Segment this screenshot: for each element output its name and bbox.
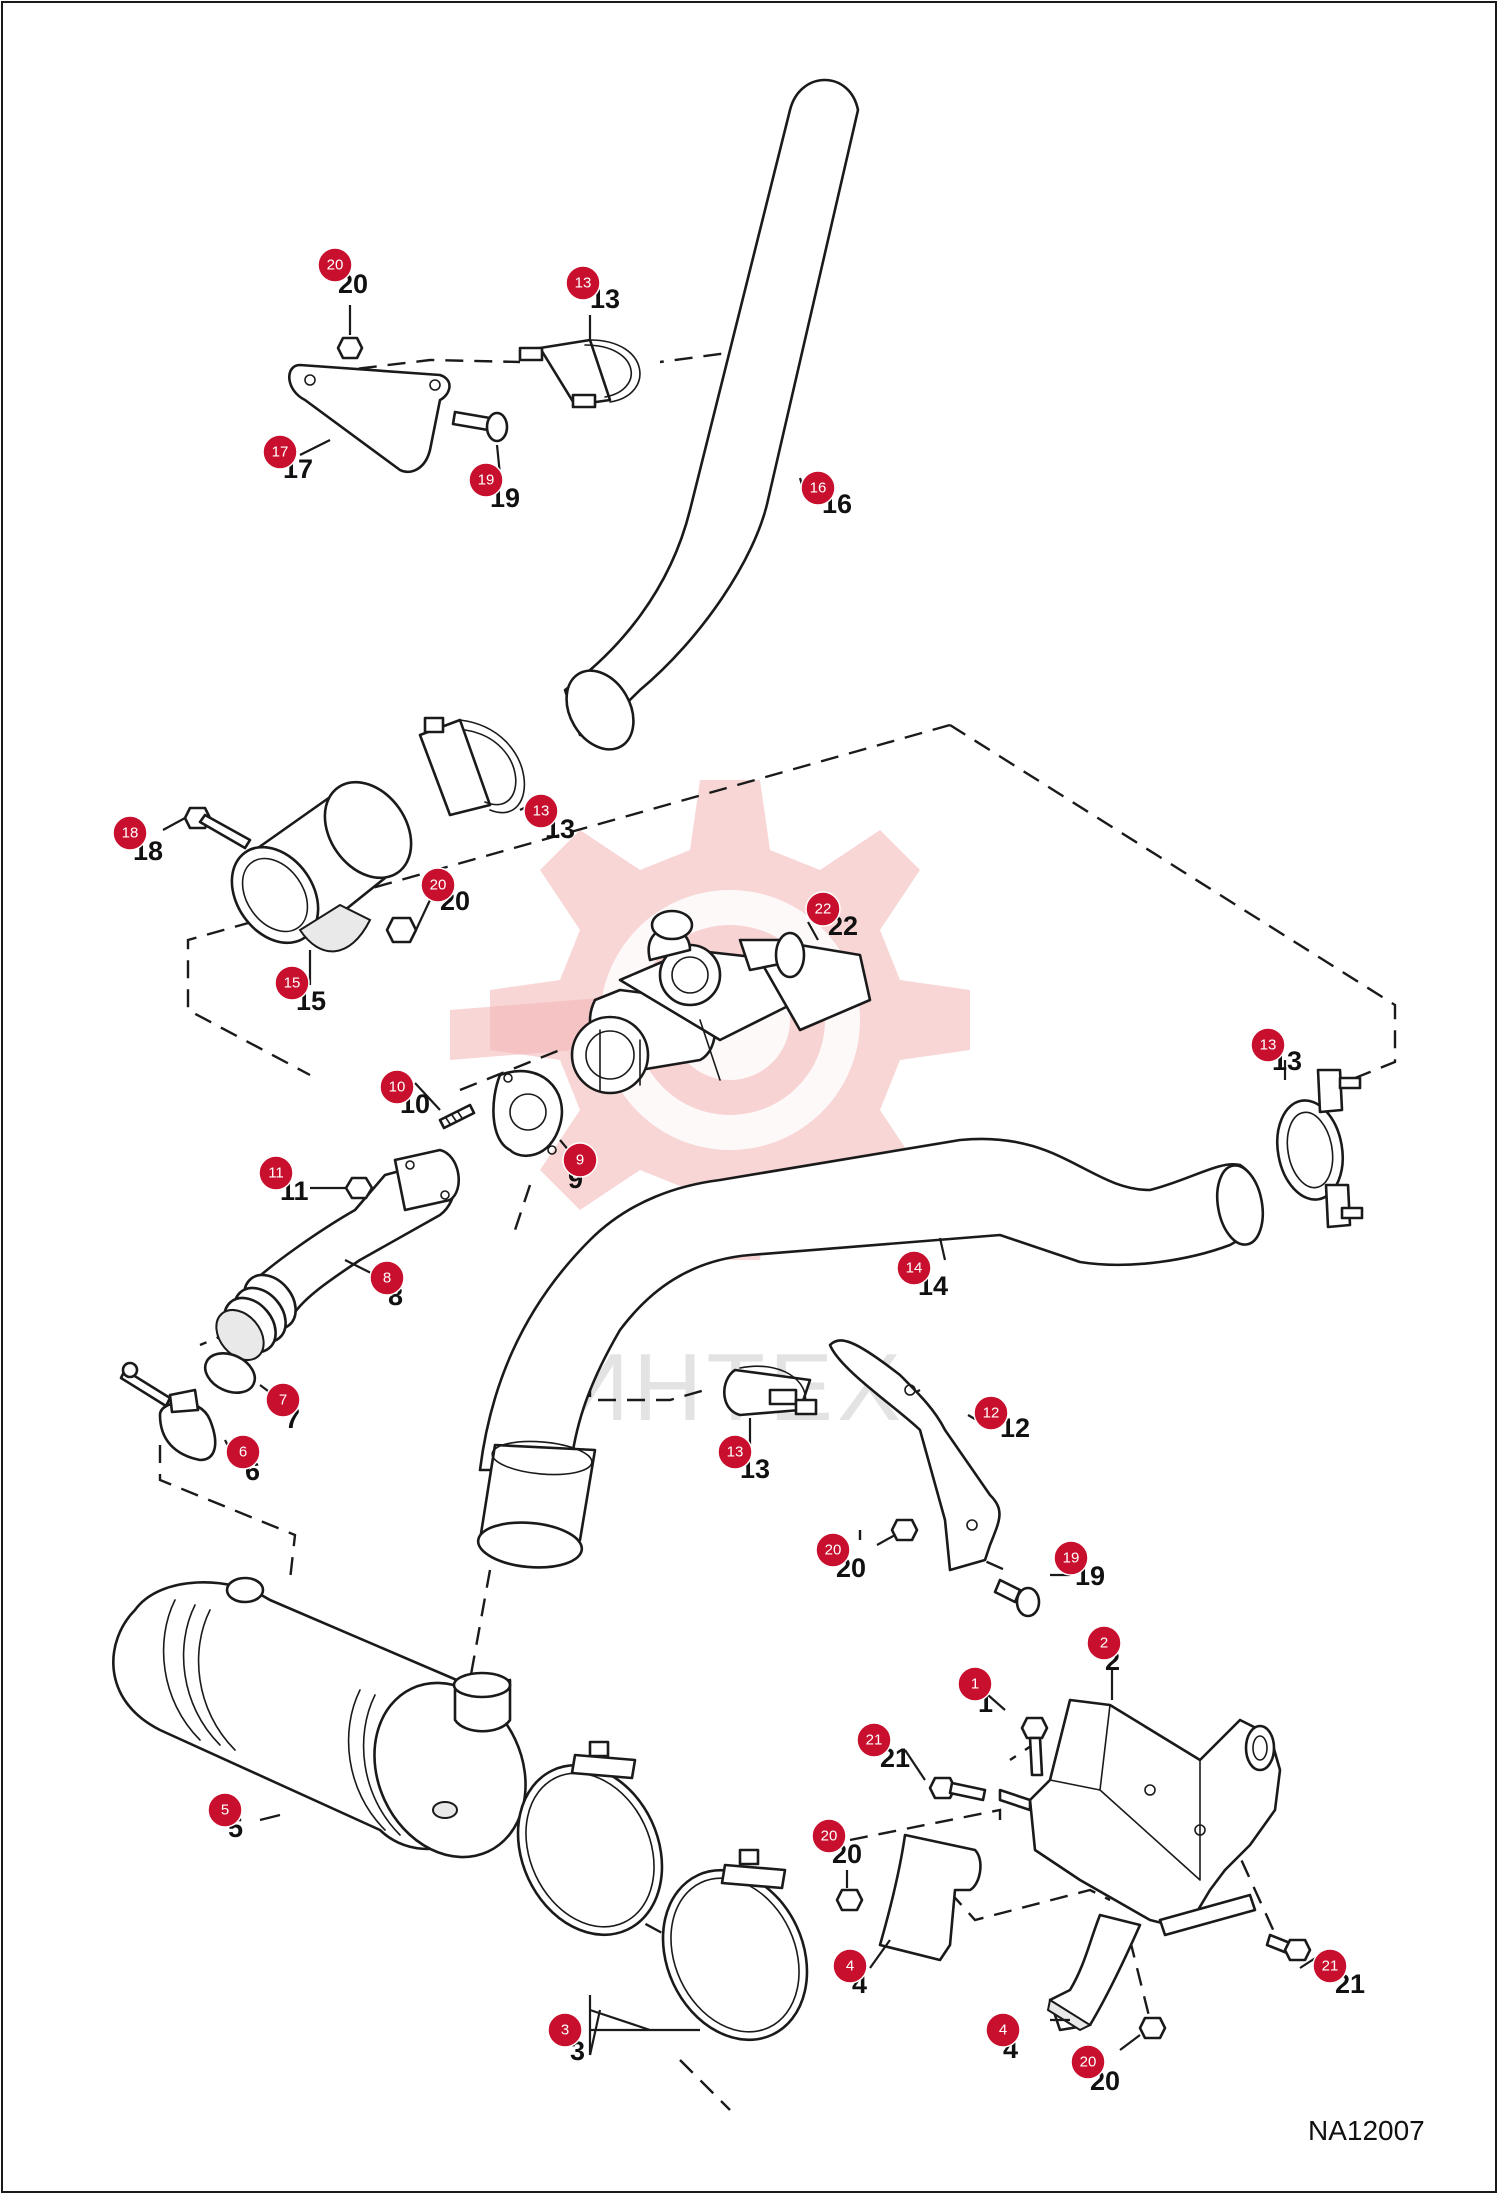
callout-9-gasket: 9 9	[562, 1142, 598, 1194]
callout-badge-label: 13	[575, 275, 592, 292]
turbo-outlet-adapter	[230, 780, 413, 953]
callout-3-band-clamps: 3 3	[547, 2012, 585, 2066]
callout-badge-label: 1	[971, 1676, 979, 1693]
callout-badge-label: 19	[478, 472, 495, 489]
callout-badge-label: 20	[430, 877, 447, 894]
callout-badge-label: 16	[810, 480, 827, 497]
callout-4-upper-shield: 4 4	[832, 1948, 868, 1999]
shield-nut-upper	[835, 1888, 864, 1912]
callout-17-bracket: 17 17	[262, 434, 313, 484]
callout-6-clamp: 6 6	[225, 1434, 261, 1486]
tailpipe-support-bracket	[828, 1339, 1001, 1572]
callout-5-muffler: 5 5	[207, 1792, 243, 1843]
callout-7-o-ring: 7 7	[265, 1382, 301, 1434]
callout-13-mid-clamp: 13 13	[717, 1434, 770, 1484]
exhaust-stack-pipe	[563, 78, 860, 751]
exhaust-elbow	[215, 1148, 460, 1362]
callout-1-bolt: 1 1	[957, 1666, 993, 1718]
callout-4-lower-shield: 4 4	[985, 2012, 1021, 2064]
tailpipe	[476, 1137, 1265, 1569]
elbow-o-ring	[203, 1352, 257, 1394]
callout-18-adapter-bolt: 18 18	[112, 815, 163, 866]
upper-mounting-bracket	[288, 363, 451, 474]
callout-22-turbo: 22 22	[805, 891, 858, 941]
bracket-left-bolt	[928, 1776, 987, 1802]
muffler-band-clamps	[516, 1740, 809, 2042]
shield-nut-lower	[1138, 2016, 1167, 2040]
upper-u-clamp	[518, 338, 641, 409]
callout-badge-label: 18	[122, 825, 139, 842]
callout-badge-label: 3	[561, 2022, 569, 2039]
muffler-mounting-bracket	[998, 1698, 1282, 1937]
callout-badge-label: 17	[272, 444, 289, 461]
turbo-stud	[438, 1103, 476, 1130]
callout-badge-label: 21	[1322, 1958, 1339, 1975]
callout-12-support-bracket: 12 12	[973, 1395, 1030, 1443]
callout-13-right-clamp: 13 13	[1250, 1027, 1302, 1076]
turbocharger	[570, 909, 872, 1095]
figure-reference-code: NA12007	[1308, 2115, 1425, 2146]
callout-21-right-bolt: 21 21	[1312, 1948, 1365, 1999]
callout-badge-label: 20	[327, 257, 344, 274]
callout-badge-label: 13	[1260, 1037, 1277, 1054]
callout-11-nut: 11 11	[258, 1155, 309, 1206]
adapter-nut	[385, 916, 418, 944]
muffler-heat-shield-lower	[1046, 1913, 1142, 2032]
callout-20-adapter-nut: 20 20	[420, 867, 470, 916]
callout-badge-label: 12	[983, 1405, 1000, 1422]
callout-badge-label: 19	[1063, 1550, 1080, 1567]
elbow-band-clamp	[119, 1361, 217, 1462]
callout-20-support-nut: 20 20	[815, 1532, 866, 1583]
support-bracket-bolt	[993, 1578, 1041, 1618]
callout-badge-label: 7	[279, 1392, 287, 1409]
upper-bracket-nut	[336, 336, 364, 360]
callout-badge-label: 13	[533, 803, 550, 820]
callout-badge-label: 10	[389, 1079, 406, 1096]
callout-badge-label: 14	[906, 1260, 923, 1277]
callout-badge-label: 21	[866, 1732, 883, 1749]
callout-13-middle-clamp: 13 13	[523, 793, 575, 844]
callout-21-left-bolt: 21 21	[856, 1722, 910, 1773]
callout-badge-label: 6	[239, 1444, 247, 1461]
callout-badge-label: 4	[846, 1958, 854, 1975]
callout-badge-label: 11	[268, 1165, 284, 1182]
upper-bracket-bolt	[451, 410, 509, 443]
callout-13-upper-clamp: 13 13	[565, 265, 620, 314]
callout-15-adapter: 15 15	[274, 965, 326, 1016]
bracket-top-bolt	[1020, 1716, 1049, 1777]
callout-badge-label: 8	[383, 1270, 391, 1287]
callout-badge-label: 2	[1100, 1635, 1108, 1652]
bracket-right-bolt	[1265, 1933, 1312, 1962]
callout-20-upper-nut: 20 20	[317, 247, 368, 299]
elbow-nut	[344, 1176, 374, 1200]
callout-badge-label: 20	[1080, 2054, 1097, 2071]
support-bracket-nut	[890, 1518, 919, 1542]
callout-16-stack: 16 16	[800, 470, 852, 519]
tailpipe-end-clamp	[1276, 1068, 1364, 1229]
callout-8-elbow: 8 8	[369, 1260, 405, 1311]
callout-20-shield-nut: 20 20	[811, 1818, 862, 1869]
callout-badge-label: 20	[825, 1542, 842, 1559]
tailpipe-mid-clamp	[723, 1365, 818, 1417]
callout-19-upper-bolt: 19 19	[468, 462, 520, 513]
callout-badge-label: 20	[821, 1828, 838, 1845]
callout-10-stud: 10 10	[379, 1069, 430, 1119]
callout-badge-label: 22	[815, 901, 832, 918]
callout-badge-label: 15	[284, 975, 301, 992]
middle-v-clamp	[418, 716, 526, 817]
callout-20-lower-nut: 20 20	[1070, 2044, 1120, 2096]
callout-19-support-bolt: 19 19	[1053, 1540, 1105, 1591]
muffler-heat-shield-upper	[878, 1833, 982, 1962]
muffler	[112, 1576, 527, 1859]
callout-14-tailpipe: 14 14	[896, 1250, 948, 1301]
callout-badge-label: 13	[727, 1444, 744, 1461]
callout-badge-label: 4	[999, 2022, 1007, 2039]
callout-badge-label: 9	[576, 1152, 584, 1169]
turbo-outlet-gasket	[492, 1069, 564, 1158]
callout-badge-label: 5	[221, 1802, 229, 1819]
callout-2-muffler-bracket: 2 2	[1086, 1625, 1122, 1676]
